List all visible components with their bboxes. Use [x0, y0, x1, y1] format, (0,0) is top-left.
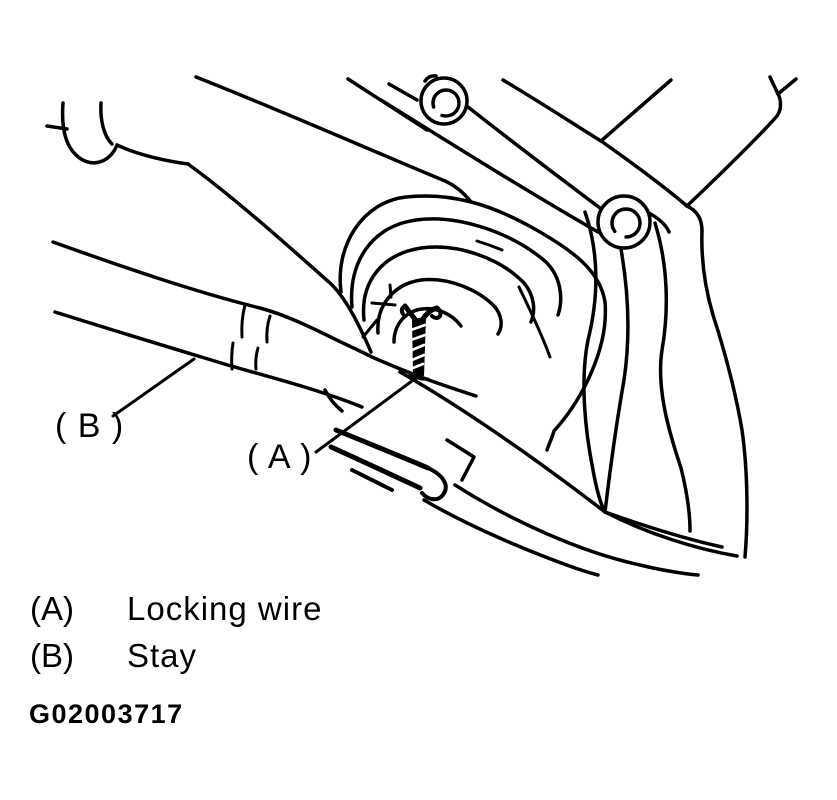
mounting-panel-graphic	[346, 75, 798, 234]
leader-line-a	[314, 376, 418, 454]
stay-pipe-graphic	[51, 240, 374, 409]
callout-a-label: ( A )	[247, 438, 313, 476]
figure-id: G02003717	[29, 699, 184, 729]
hook-bracket-graphic	[45, 101, 190, 166]
leader-line-b	[111, 357, 196, 418]
locking-wire-graphic	[399, 303, 443, 381]
bracket-edge-graphic	[582, 210, 749, 559]
dome-boss-graphic	[338, 194, 608, 452]
callout-b-label: ( B )	[55, 407, 125, 445]
stay-bar-graphic	[370, 355, 739, 577]
leader-lines	[111, 357, 418, 454]
body-edges-graphic	[186, 75, 473, 354]
clamp-fitting-graphic	[323, 388, 476, 502]
bolt-hole-upper-icon	[419, 74, 469, 126]
bolt-hole-lower-icon	[596, 194, 652, 250]
legend-label-a: Locking wire	[127, 590, 323, 627]
legend-key-a: (A)	[30, 590, 74, 627]
legend-label-b: Stay	[127, 637, 198, 674]
legend-key-b: (B)	[30, 637, 74, 674]
legend-row-b: (B) Stay	[0, 639, 420, 679]
legend-row-a: (A) Locking wire	[0, 592, 420, 632]
